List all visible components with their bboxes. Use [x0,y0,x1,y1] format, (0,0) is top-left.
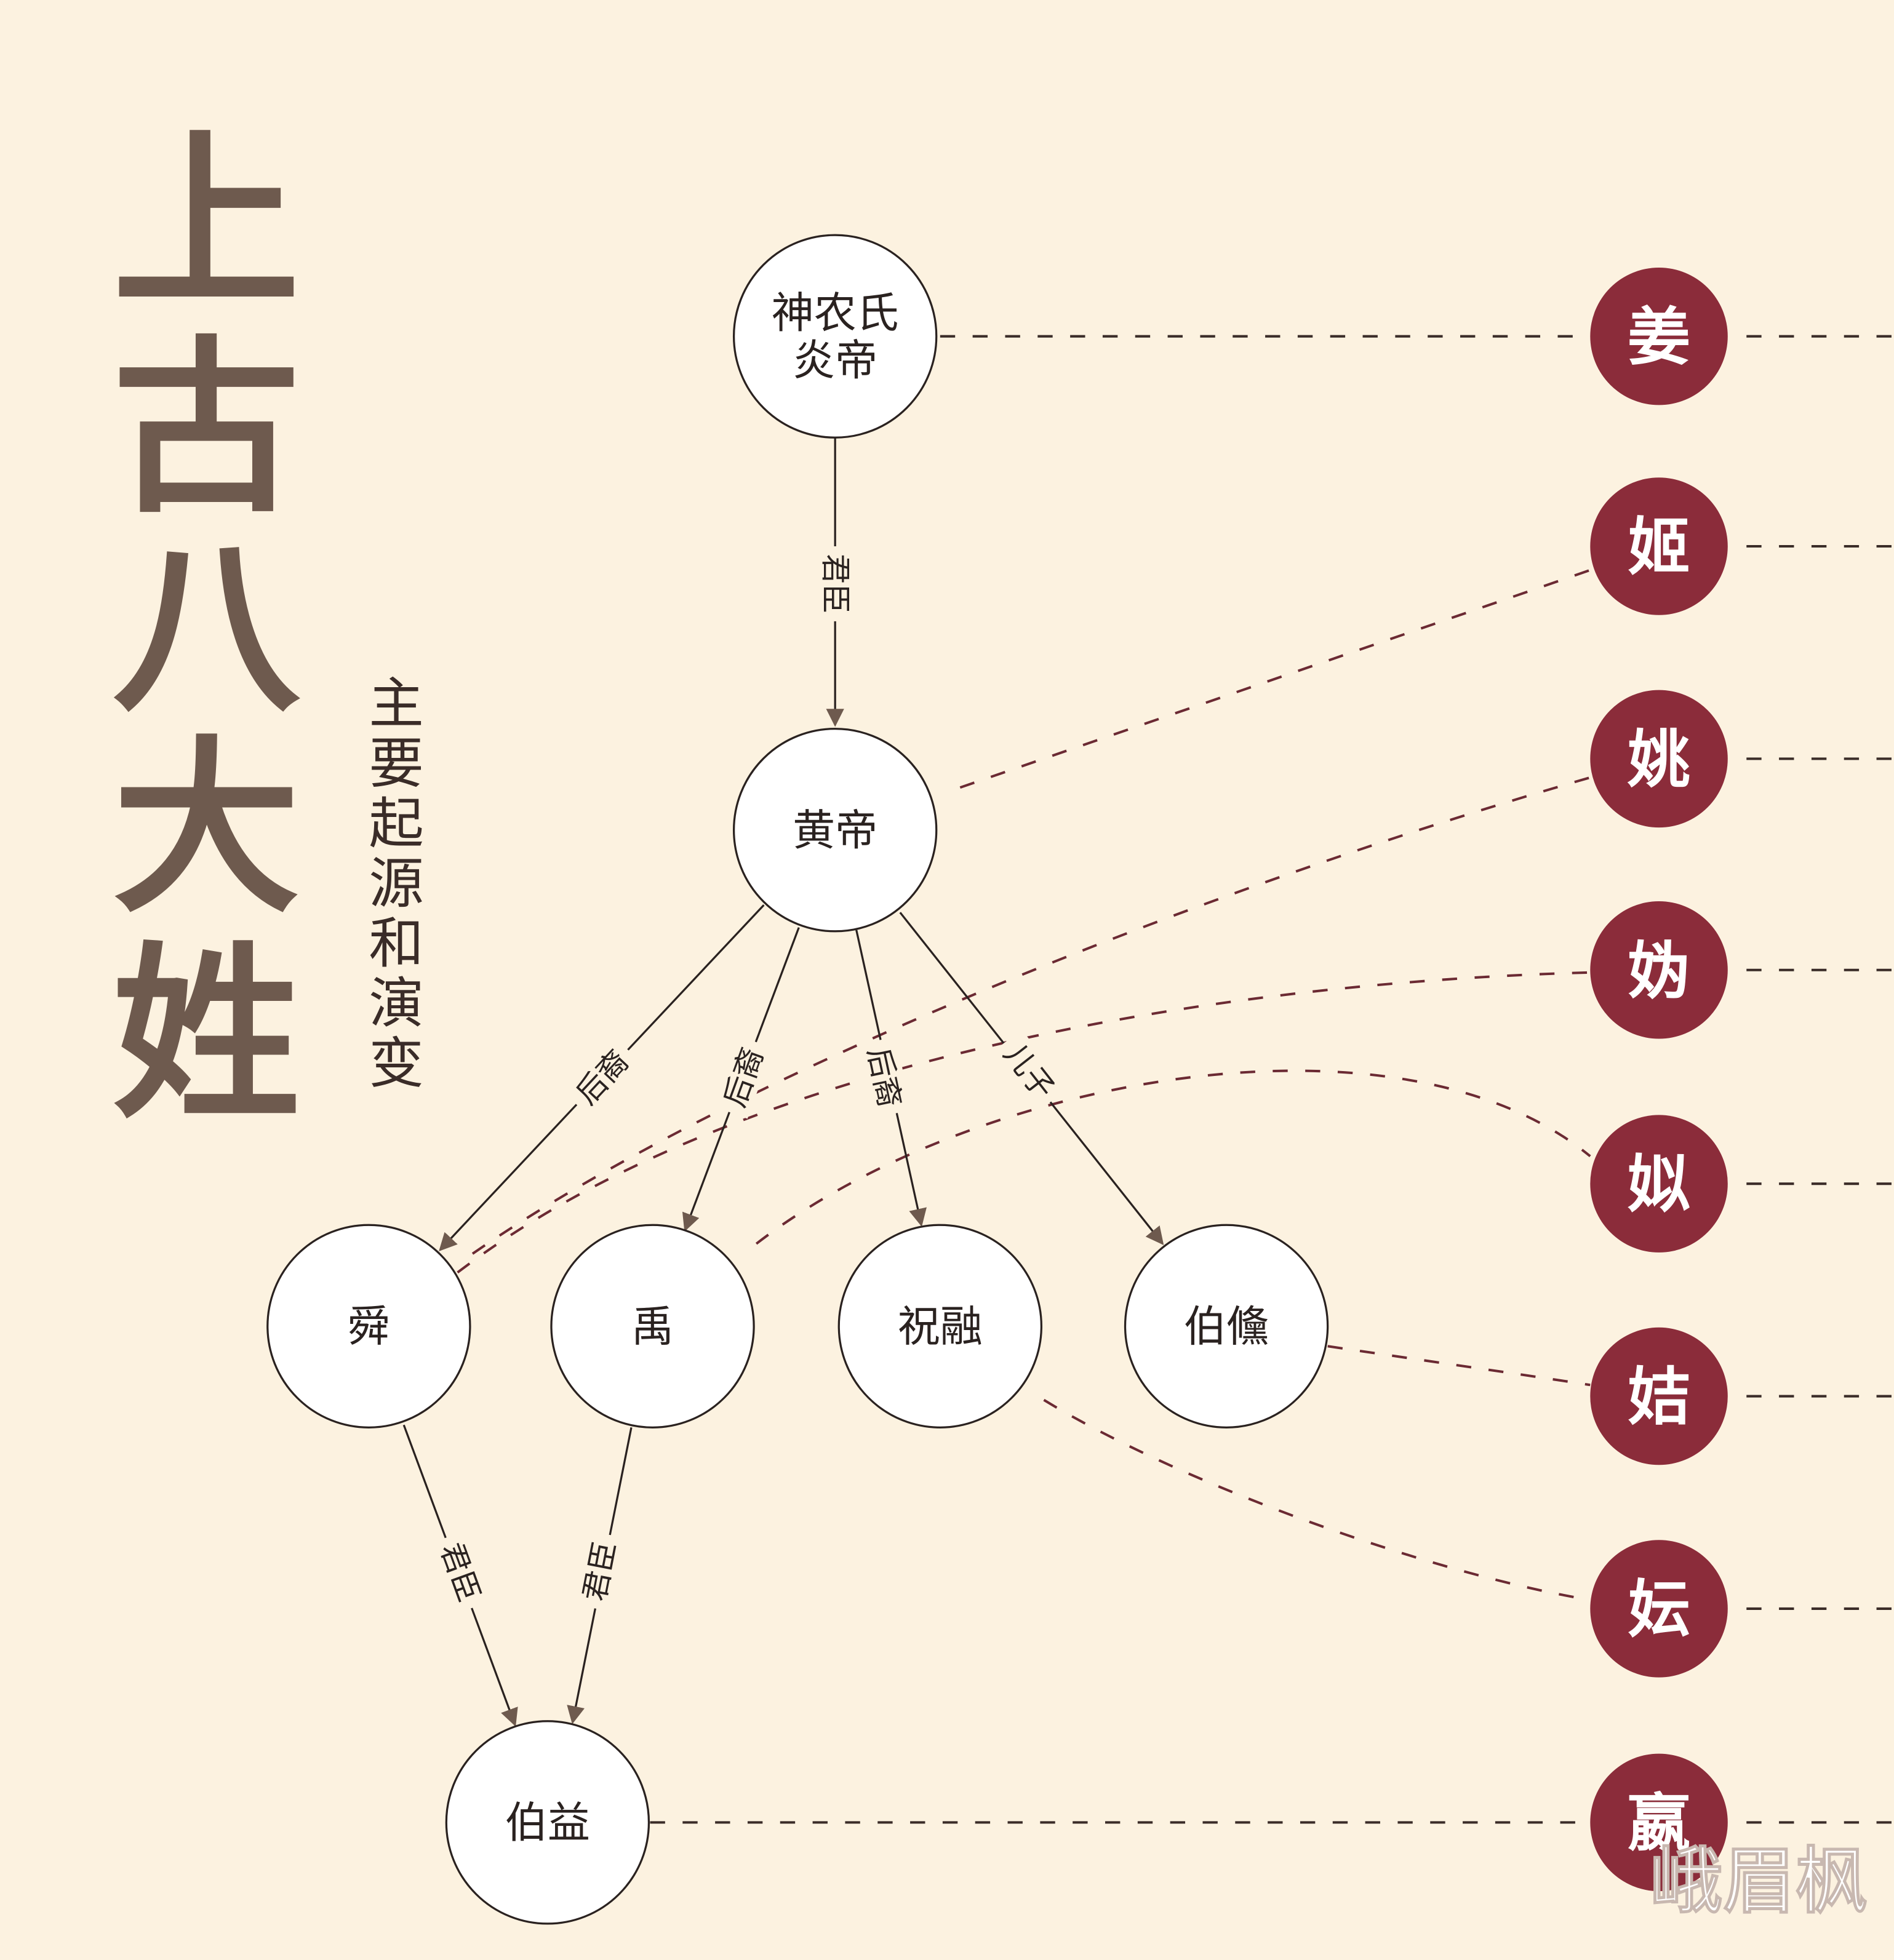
link-zhurong-yun [1043,1398,1591,1601]
surname-ji2: 姞 [1590,1327,1728,1465]
node-label: 伯益 [505,1799,590,1848]
node-zhurong: 祝融 [837,1224,1043,1428]
surname-gui: 妫 [1590,901,1728,1039]
node-yu: 禹 [550,1224,755,1428]
title-char: 上 [113,111,300,332]
node-label: 舜 [348,1302,390,1352]
surname-ying: 嬴 [1590,1753,1728,1892]
surname-jiang: 姜 [1590,267,1728,405]
svg-text:姬: 姬 [1628,511,1690,584]
surname-si: 姒 [1590,1115,1728,1253]
title-char: 八 [113,518,303,738]
main-title: 上 古 八 大 姓 [113,111,303,1144]
node-label: 黄帝 [793,807,877,856]
link-shun-yao [471,776,1591,1255]
links-to-right-edge [1746,335,1894,1824]
svg-text:妫: 妫 [1628,934,1690,1007]
subtitle-char: 演 [369,972,423,1036]
subtitle-char: 要 [369,732,423,796]
node-boshu: 伯儵 [1124,1224,1329,1428]
node-boyi: 伯益 [445,1720,650,1925]
surname-badges: 姜 姬 姚 妫 姒 姞 妘 嬴 [1590,267,1728,1892]
surname-ji: 姬 [1590,477,1728,615]
surname-yun: 妘 [1590,1540,1728,1678]
node-label: 伯儵 [1184,1302,1269,1352]
svg-text:姜: 姜 [1628,301,1690,373]
subtitle: 主 要 起 源 和 演 变 [369,672,423,1096]
subtitle-char: 主 [369,672,423,736]
node-label: 神农氏 [772,289,899,338]
title-char: 古 [113,318,300,538]
node-label: 炎帝 [793,337,877,386]
svg-text:嬴: 嬴 [1628,1787,1690,1860]
svg-text:妘: 妘 [1628,1574,1690,1646]
surname-links [457,335,1894,1824]
node-label: 祝融 [898,1302,983,1352]
svg-text:姒: 姒 [1628,1149,1690,1221]
node-shun: 舜 [266,1224,471,1428]
link-boshu-ji [1327,1345,1591,1387]
title-char: 大 [113,718,300,938]
link-huangdi-ji [959,567,1595,789]
subtitle-char: 变 [369,1032,423,1096]
svg-text:姞: 姞 [1628,1361,1690,1433]
edge-label: 君臣 [818,554,852,613]
link-yu-si [755,1069,1591,1245]
subtitle-char: 和 [369,912,423,976]
surname-yao: 姚 [1590,690,1728,828]
svg-text:姚: 姚 [1627,723,1690,796]
watermark: 峨眉枫 [1650,1839,1868,1923]
title-char: 姓 [113,924,300,1144]
node-label: 禹 [631,1302,674,1352]
node-yandi: 神农氏 炎帝 [732,234,938,439]
node-huangdi: 黄帝 [732,728,938,933]
subtitle-char: 起 [369,792,423,856]
subtitle-char: 源 [369,852,423,916]
